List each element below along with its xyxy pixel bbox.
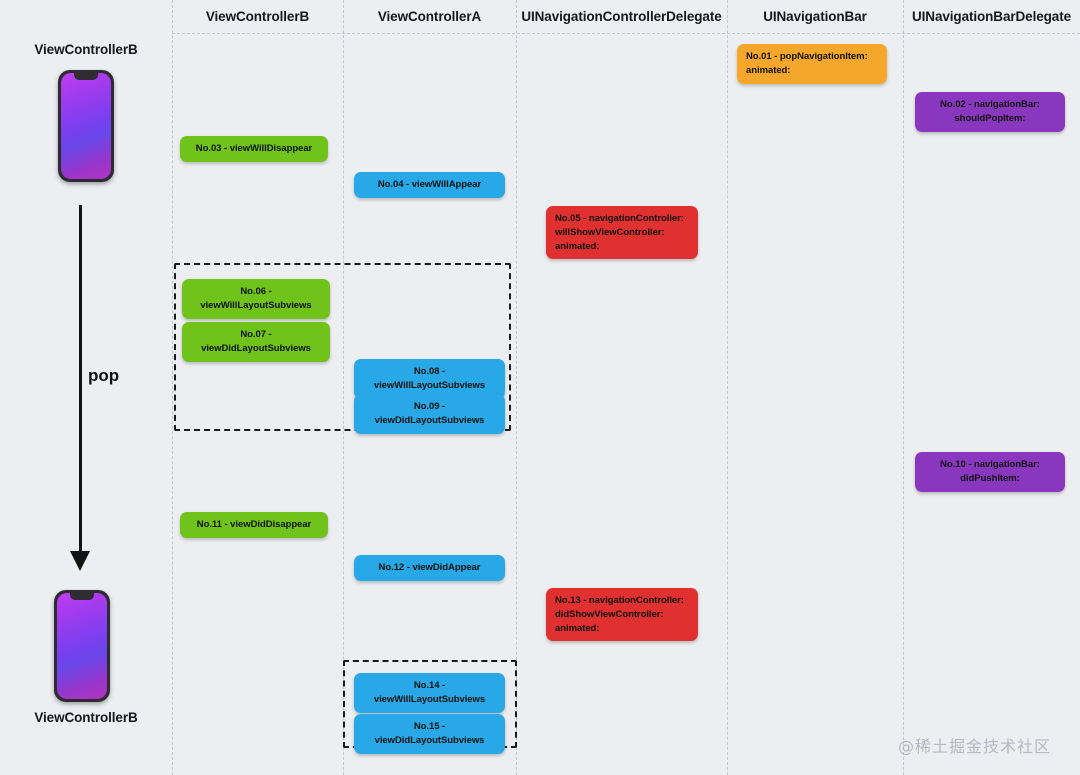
column-header-UINavigationBar: UINavigationBar xyxy=(763,9,867,24)
destination-phone-illustration xyxy=(54,590,110,702)
event-box-no03[interactable]: No.03 - viewWillDisappear xyxy=(180,136,328,162)
event-box-line: No.13 - navigationController: xyxy=(555,595,684,606)
phone-notch xyxy=(70,593,94,600)
watermark: @稀土掘金技术社区 xyxy=(898,737,1052,756)
event-box-line: No.11 - viewDidDisappear xyxy=(196,519,312,530)
event-box-no02[interactable]: No.02 - navigationBar: shouldPopItem: xyxy=(915,92,1065,132)
header-divider-line xyxy=(172,33,1080,34)
event-box-no04[interactable]: No.04 - viewWillAppear xyxy=(354,172,505,198)
event-box-line: willShowViewController: xyxy=(555,226,665,238)
event-box-line: No.08 - viewWillLayoutSubviews xyxy=(373,366,486,391)
column-header-ViewControllerB: ViewControllerB xyxy=(205,9,310,24)
event-box-line: animated: xyxy=(555,622,600,634)
source-phone-illustration xyxy=(58,70,114,182)
event-box-no05[interactable]: No.05 - navigationController: willShowVie… xyxy=(546,206,698,260)
event-box-no06[interactable]: No.06 - viewWillLayoutSubviews xyxy=(182,279,330,319)
event-box-line: No.07 - viewDidLayoutSubviews xyxy=(201,329,311,354)
event-box-line: No.02 - navigationBar: xyxy=(940,99,1040,110)
pop-arrow-head xyxy=(70,551,90,571)
pop-arrow-label: pop xyxy=(88,366,120,385)
event-box-no07[interactable]: No.07 - viewDidLayoutSubviews xyxy=(182,322,330,362)
event-box-no10[interactable]: No.10 - navigationBar: didPushItem: xyxy=(915,452,1065,492)
event-box-line: No.03 - viewWillDisappear xyxy=(195,143,313,154)
event-box-line: No.09 - viewDidLayoutSubviews xyxy=(374,401,485,426)
source-controller-label: ViewControllerB xyxy=(34,42,138,57)
event-box-line: didPushItem: xyxy=(960,472,1020,484)
phone-screen xyxy=(57,593,107,699)
column-header-UINavigationBarDelegate: UINavigationBarDelegate xyxy=(912,9,1071,24)
event-box-no09[interactable]: No.09 - viewDidLayoutSubviews xyxy=(354,394,505,434)
event-box-no01[interactable]: No.01 - popNavigationItem: animated: xyxy=(737,44,887,84)
event-box-line: No.06 - viewWillLayoutSubviews xyxy=(200,286,312,311)
event-box-line: shouldPopItem: xyxy=(954,112,1026,124)
event-box-line: No.12 - viewDidAppear xyxy=(378,562,481,573)
event-box-line: animated: xyxy=(746,64,791,76)
event-box-line: No.05 - navigationController: xyxy=(555,213,684,224)
destination-controller-label: ViewControllerB xyxy=(34,710,138,725)
group-layout-pass-1 xyxy=(174,263,511,431)
pop-arrow-shaft xyxy=(79,205,82,555)
event-box-line: No.10 - navigationBar: xyxy=(940,459,1040,470)
event-box-line: didShowViewController: xyxy=(555,608,664,620)
lane-divider-3 xyxy=(727,0,728,775)
phone-screen xyxy=(61,73,111,179)
lane-divider-4 xyxy=(903,0,904,775)
event-box-no08[interactable]: No.08 - viewWillLayoutSubviews xyxy=(354,359,505,399)
lane-divider-1 xyxy=(343,0,344,775)
event-box-line: No.01 - popNavigationItem: xyxy=(746,51,868,62)
event-box-no11[interactable]: No.11 - viewDidDisappear xyxy=(180,512,328,538)
event-box-no15[interactable]: No.15 - viewDidLayoutSubviews xyxy=(354,714,505,754)
event-box-line: animated: xyxy=(555,240,600,252)
event-box-line: No.14 - viewWillLayoutSubviews xyxy=(373,680,486,705)
lane-divider-2 xyxy=(516,0,517,775)
event-box-line: No.04 - viewWillAppear xyxy=(377,179,482,190)
event-box-no12[interactable]: No.12 - viewDidAppear xyxy=(354,555,505,581)
event-box-no13[interactable]: No.13 - navigationController: didShowView… xyxy=(546,588,698,642)
phone-notch xyxy=(74,73,98,80)
lane-divider-0 xyxy=(172,0,173,775)
column-header-ViewControllerA: ViewControllerA xyxy=(377,9,482,24)
event-box-no14[interactable]: No.14 - viewWillLayoutSubviews xyxy=(354,673,505,713)
column-header-UINavigationControllerDelegate: UINavigationControllerDelegate xyxy=(521,9,722,24)
event-box-line: No.15 - viewDidLayoutSubviews xyxy=(374,721,485,746)
